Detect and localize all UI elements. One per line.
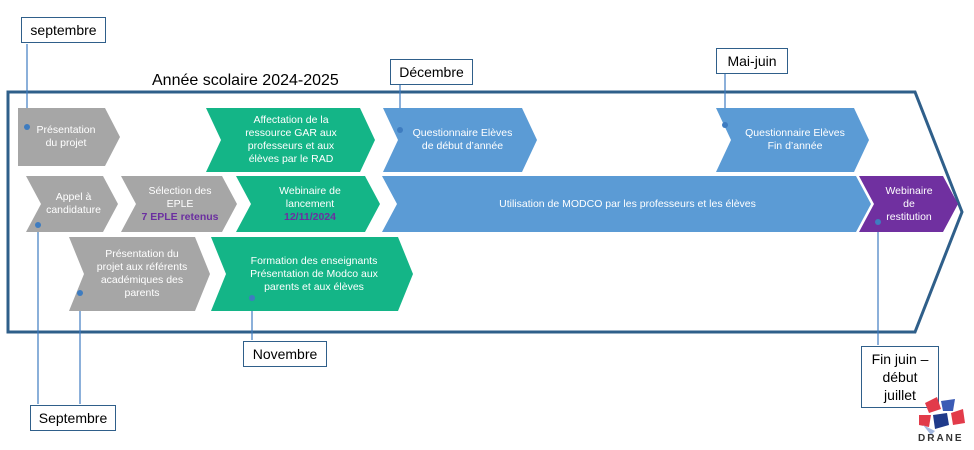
callout-septembre-top: septembre (21, 17, 106, 43)
label-line: Webinaire (885, 184, 933, 197)
chevron-affectation-gar (206, 108, 375, 172)
drane-logo-text: DRANE (918, 433, 964, 444)
callout-novembre: Novembre (243, 341, 327, 367)
label-line: Questionnaire Elèves (412, 127, 513, 139)
chevron-webinaire-restitution (859, 176, 958, 232)
chevron-presentation-referents (69, 237, 210, 311)
label-webinaire-restitution: Webinaire de restitution (869, 176, 949, 232)
label-line: Affectation de la (253, 114, 329, 126)
chevron-formation-enseignants (211, 237, 413, 311)
label-webinaire-lancement: Webinaire de lancement 12/11/2024 (246, 176, 374, 232)
label-line: EPLE (166, 197, 194, 210)
school-year-frame-arrow (6, 90, 964, 334)
selection-eple-count: 7 EPLE retenus (141, 210, 219, 223)
label-selection-eple: Sélection des EPLE 7 EPLE retenus (130, 176, 230, 232)
label-line: Appel à (55, 191, 92, 203)
chevron-selection-eple (121, 176, 237, 232)
chevron-presentation-projet (18, 108, 120, 166)
label-line: Formation des enseignants (250, 254, 378, 267)
connector-dots (24, 122, 881, 301)
chevron-questionnaire-debut (383, 108, 537, 172)
label-line: de (903, 197, 915, 210)
label-line: Fin d’année (767, 140, 823, 152)
label-formation-enseignants: Formation des enseignants Présentation d… (222, 237, 406, 311)
label-appel-candidature: Appel à candidature (36, 176, 111, 232)
label-line: restitution (886, 210, 932, 223)
label-line: parents (124, 287, 160, 299)
label-line: Utilisation de MODCO par les professeurs… (499, 197, 756, 210)
label-line: ressource GAR aux (245, 127, 337, 139)
label-line: académiques des (100, 274, 184, 286)
label-line: élèves par le RAD (248, 153, 334, 165)
callout-fin-juin: Fin juin – début juillet (861, 346, 939, 408)
label-line: de début d’année (421, 140, 504, 152)
label-presentation-projet: Présentation du projet (18, 108, 114, 166)
drane-logo-icon (919, 397, 965, 435)
label-line: Webinaire de (279, 184, 341, 197)
label-affectation-gar: Affectation de la ressource GAR aux prof… (216, 108, 366, 172)
label-line: Questionnaire Elèves (745, 127, 845, 139)
chevron-utilisation-modco (382, 176, 871, 232)
callout-fin-juin-line2: début juillet (882, 369, 918, 403)
label-questionnaire-debut: Questionnaire Elèves de début d’année (395, 108, 530, 172)
callout-decembre: Décembre (390, 59, 473, 85)
label-line: professeurs et aux (247, 140, 335, 152)
label-line: parents et aux élèves (264, 280, 364, 293)
chevron-appel-candidature (26, 176, 118, 232)
chevron-webinaire-lancement (236, 176, 380, 232)
label-line: Présentation de Modco aux (250, 267, 378, 280)
label-line: projet aux référents (96, 261, 188, 273)
school-year-title: Année scolaire 2024-2025 (152, 72, 339, 89)
label-utilisation-modco: Utilisation de MODCO par les professeurs… (395, 176, 860, 232)
webinaire-lancement-date: 12/11/2024 (284, 210, 336, 223)
label-line: candidature (46, 204, 101, 216)
label-line: Sélection des (148, 184, 212, 197)
callout-mai-juin: Mai-juin (716, 48, 788, 74)
label-line: Présentation (36, 124, 96, 136)
label-line: Présentation du (105, 248, 179, 260)
label-line: lancement (285, 197, 335, 210)
chevron-questionnaire-fin (716, 108, 869, 172)
label-line: du projet (45, 137, 87, 149)
label-presentation-referents: Présentation du projet aux référents aca… (80, 237, 204, 311)
callout-fin-juin-line1: Fin juin – (871, 351, 929, 367)
callout-septembre-bottom: Septembre (30, 405, 116, 431)
label-questionnaire-fin: Questionnaire Elèves Fin d’année (728, 108, 862, 172)
